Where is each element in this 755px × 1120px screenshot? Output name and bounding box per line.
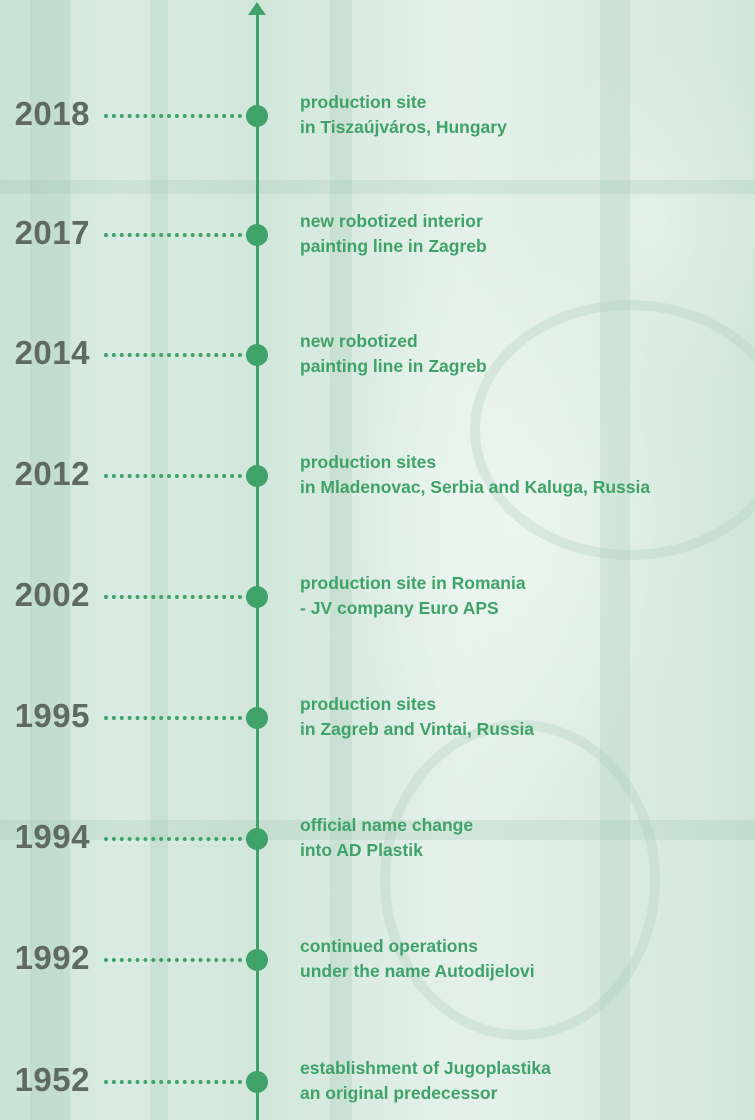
- timeline-event-2002: 2002 production site in Romania - JV com…: [0, 573, 755, 618]
- event-description: new robotized painting line in Zagreb: [300, 329, 487, 379]
- event-description-line1: new robotized: [300, 331, 418, 351]
- event-year: 2012: [14, 455, 90, 492]
- timeline-event-1992: 1992 continued operations under the name…: [0, 936, 755, 981]
- event-description: new robotized interior painting line in …: [300, 209, 487, 259]
- timeline-dot: [246, 1071, 268, 1093]
- event-description-line1: continued operations: [300, 936, 478, 956]
- event-year: 1992: [14, 939, 90, 976]
- timeline-event-2012: 2012 production sites in Mladenovac, Ser…: [0, 452, 755, 497]
- event-description-line2: in Mladenovac, Serbia and Kaluga, Russia: [300, 477, 651, 497]
- dotted-leader: [104, 114, 250, 118]
- event-description-line2: in Zagreb and Vintai, Russia: [300, 719, 535, 739]
- event-year: 2018: [14, 95, 90, 132]
- background-pipe: [470, 300, 755, 560]
- event-description-line2: painting line in Zagreb: [300, 356, 487, 376]
- timeline-event-1995: 1995 production sites in Zagreb and Vint…: [0, 694, 755, 739]
- dotted-leader: [104, 474, 250, 478]
- event-description-line2: painting line in Zagreb: [300, 236, 487, 256]
- event-description-line1: official name change: [300, 815, 474, 835]
- event-description-line2: into AD Plastik: [300, 840, 423, 860]
- dotted-leader: [104, 353, 250, 357]
- dotted-leader: [104, 595, 250, 599]
- event-description: continued operations under the name Auto…: [300, 934, 535, 984]
- event-description: production site in Tiszaújváros, Hungary: [300, 90, 507, 140]
- timeline-event-1994: 1994 official name change into AD Plasti…: [0, 815, 755, 860]
- event-year: 1994: [14, 818, 90, 855]
- event-description: establishment of Jugoplastika an origina…: [300, 1056, 551, 1106]
- dotted-leader: [104, 958, 250, 962]
- dotted-leader: [104, 1080, 250, 1084]
- event-description: production site in Romania - JV company …: [300, 571, 526, 621]
- background-column: [330, 0, 352, 1120]
- event-description-line2: in Tiszaújváros, Hungary: [300, 117, 507, 137]
- timeline-arrow-head: [248, 2, 266, 15]
- timeline-dot: [246, 105, 268, 127]
- event-description-line1: production site in Romania: [300, 573, 526, 593]
- timeline-dot: [246, 224, 268, 246]
- dotted-leader: [104, 837, 250, 841]
- event-year: 2002: [14, 576, 90, 613]
- event-description-line2: an original predecessor: [300, 1083, 498, 1103]
- timeline-event-2014: 2014 new robotized painting line in Zagr…: [0, 331, 755, 376]
- event-description-line1: production site: [300, 92, 427, 112]
- event-description-line1: establishment of Jugoplastika: [300, 1058, 551, 1078]
- background-pipe: [380, 720, 660, 1040]
- background-column: [30, 0, 70, 1120]
- dotted-leader: [104, 233, 250, 237]
- event-description-line2: - JV company Euro APS: [300, 598, 499, 618]
- timeline-dot: [246, 465, 268, 487]
- event-year: 1995: [14, 697, 90, 734]
- timeline-dot: [246, 586, 268, 608]
- timeline-event-2018: 2018 production site in Tiszaújváros, Hu…: [0, 92, 755, 137]
- background-beam: [0, 180, 755, 194]
- event-description: production sites in Mladenovac, Serbia a…: [300, 450, 650, 500]
- timeline-event-1952: 1952 establishment of Jugoplastika an or…: [0, 1058, 755, 1103]
- timeline-dot: [246, 344, 268, 366]
- dotted-leader: [104, 716, 250, 720]
- event-year: 1952: [14, 1061, 90, 1098]
- event-year: 2014: [14, 334, 90, 371]
- event-year: 2017: [14, 214, 90, 251]
- event-description: official name change into AD Plastik: [300, 813, 473, 863]
- event-description: production sites in Zagreb and Vintai, R…: [300, 692, 534, 742]
- event-description-line1: production sites: [300, 452, 437, 472]
- timeline-dot: [246, 949, 268, 971]
- timeline-dot: [246, 828, 268, 850]
- event-description-line2: under the name Autodijelovi: [300, 961, 535, 981]
- event-description-line1: new robotized interior: [300, 211, 483, 231]
- timeline-dot: [246, 707, 268, 729]
- timeline-event-2017: 2017 new robotized interior painting lin…: [0, 211, 755, 256]
- timeline-axis: [256, 14, 259, 1120]
- event-description-line1: production sites: [300, 694, 437, 714]
